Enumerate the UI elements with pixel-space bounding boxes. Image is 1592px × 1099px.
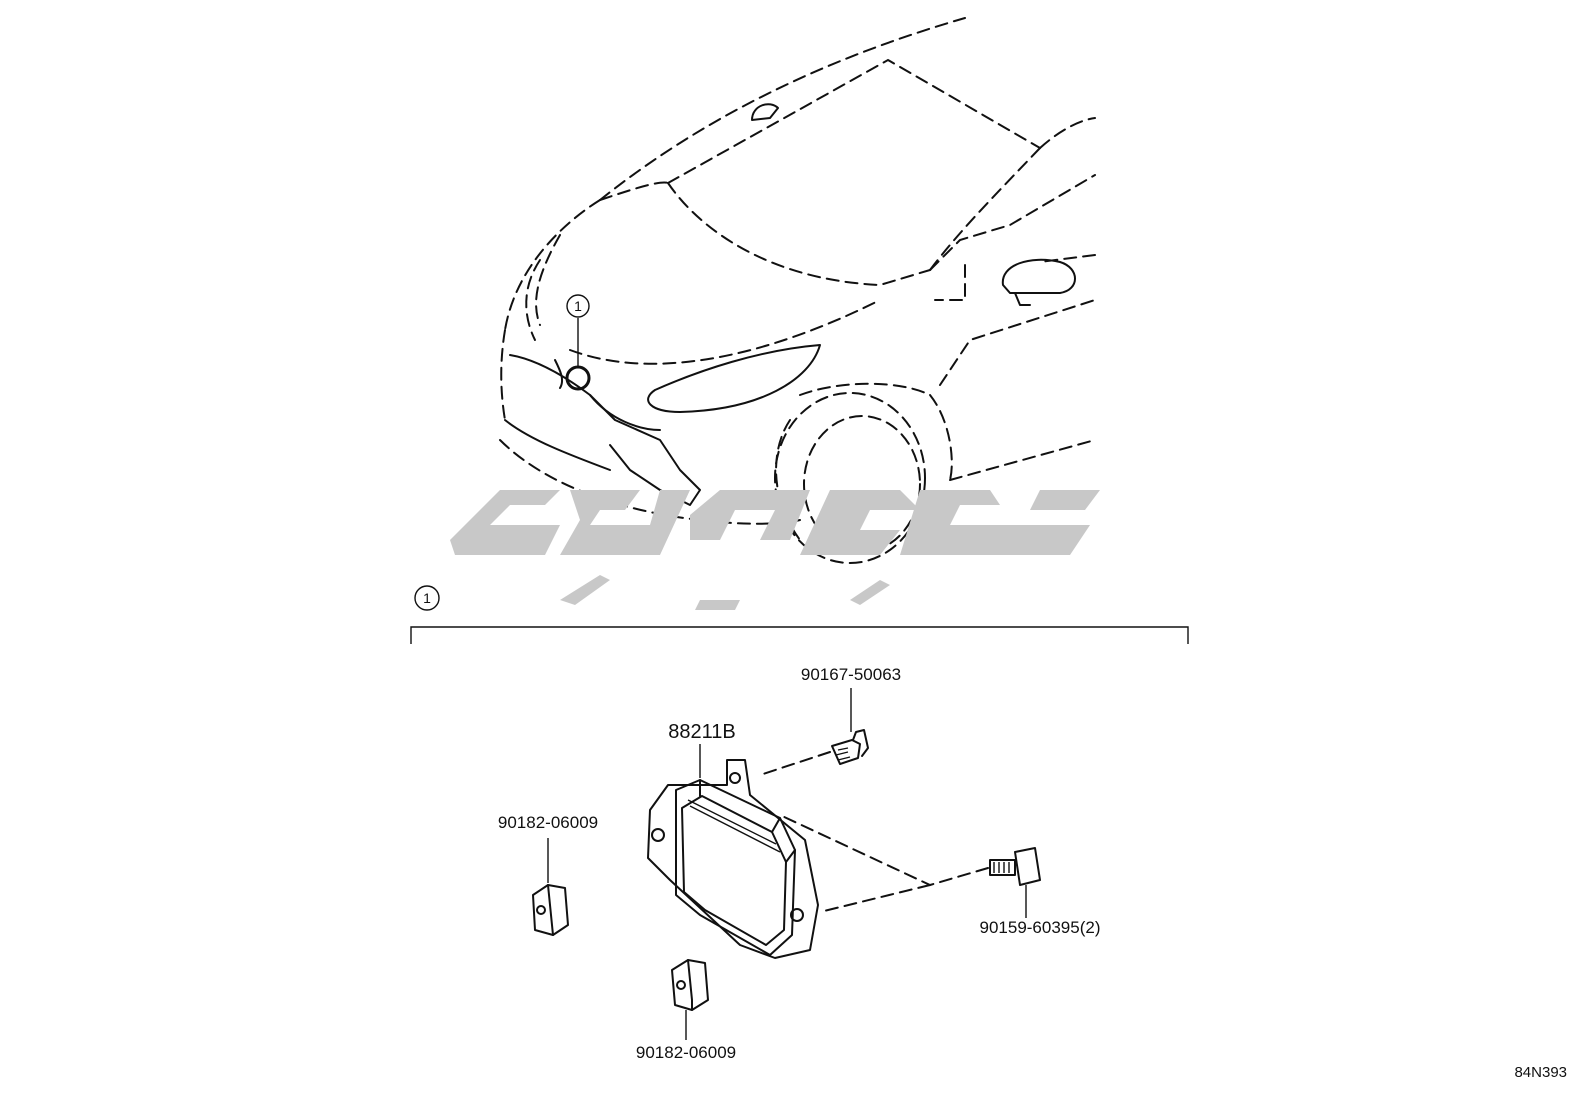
callout-circle bbox=[566, 294, 590, 318]
watermark-logo bbox=[450, 490, 1100, 610]
nut-bottom[interactable]: 90182-06009 bbox=[636, 959, 736, 1062]
nut-left-label: 90182-06009 bbox=[498, 813, 598, 832]
main-unit-label: 88211B bbox=[668, 721, 735, 743]
illustration-id: 84N393 bbox=[1514, 1064, 1567, 1081]
car-illustration: 1 bbox=[499, 17, 1096, 564]
screw-top-label: 90167-50063 bbox=[801, 665, 901, 684]
callout-number: 1 bbox=[574, 298, 582, 314]
screw-top[interactable]: 90167-50063 bbox=[759, 665, 901, 776]
nut-left[interactable]: 90182-06009 bbox=[498, 813, 598, 936]
bolt-right-label: 90159-60395(2) bbox=[980, 918, 1101, 937]
group-number: 1 bbox=[423, 590, 431, 606]
nut-bottom-label: 90182-06009 bbox=[636, 1043, 736, 1062]
bolt-right[interactable]: 90159-60395(2) bbox=[779, 814, 1101, 937]
radar-sensor-unit[interactable]: 88211B bbox=[647, 721, 819, 959]
group-bracket: 1 bbox=[410, 585, 1189, 644]
